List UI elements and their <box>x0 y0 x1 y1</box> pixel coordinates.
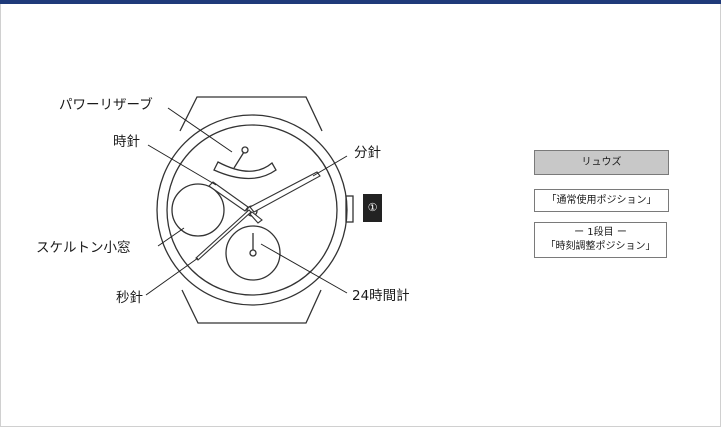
leader-skeleton <box>157 227 185 247</box>
subdial-24h-pivot <box>249 249 257 257</box>
label-power-reserve: パワーリザーブ <box>59 97 153 113</box>
strap-top <box>179 96 323 132</box>
watch-case-inner <box>166 124 338 296</box>
top-accent-bar <box>0 0 721 4</box>
panel-title-box: リュウズ <box>534 150 669 175</box>
leader-power-reserve <box>167 107 233 153</box>
subdial-24h <box>225 225 281 281</box>
minute-hand <box>249 171 321 213</box>
leader-second-hand <box>145 257 199 296</box>
crown <box>345 195 354 223</box>
panel-stage-line: ー 1段目 ー <box>574 227 627 238</box>
strap-bottom <box>181 289 322 324</box>
label-hour-hand: 時針 <box>113 134 140 150</box>
power-reserve-arc <box>213 161 277 180</box>
crown-position-marker: ① <box>363 194 382 222</box>
hour-hand <box>208 181 249 212</box>
label-skeleton-window: スケルトン小窓 <box>36 240 131 256</box>
leader-hour-hand <box>147 144 217 186</box>
label-24h-dial: 24時間計 <box>352 288 410 304</box>
skeleton-window <box>171 183 225 237</box>
leader-minute-hand <box>312 155 348 177</box>
second-hand <box>195 209 252 261</box>
panel-normal-position: 「通常使用ポジション」 <box>534 189 669 212</box>
leader-24h <box>260 243 348 294</box>
panel-time-adjust-label: 「時刻調整ポジション」 <box>545 241 656 252</box>
label-minute-hand: 分針 <box>354 145 381 161</box>
panel-time-adjust-position: ー 1段目 ー 「時刻調整ポジション」 <box>534 222 667 258</box>
watch-case-outer <box>156 114 348 306</box>
label-second-hand: 秒針 <box>116 290 143 306</box>
